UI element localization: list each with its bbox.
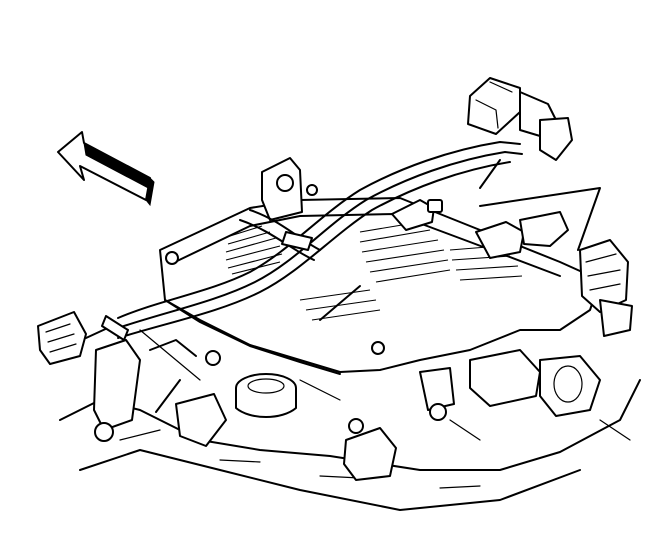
wiring-harness xyxy=(117,141,523,339)
direction-arrow-icon xyxy=(57,131,155,207)
left-connector xyxy=(37,311,129,365)
callout-lines xyxy=(155,187,601,413)
right-connectors xyxy=(475,211,633,337)
engine-block xyxy=(59,329,641,511)
top-sensor xyxy=(391,199,443,231)
upper-connector xyxy=(467,77,573,189)
lift-bracket xyxy=(261,157,318,221)
